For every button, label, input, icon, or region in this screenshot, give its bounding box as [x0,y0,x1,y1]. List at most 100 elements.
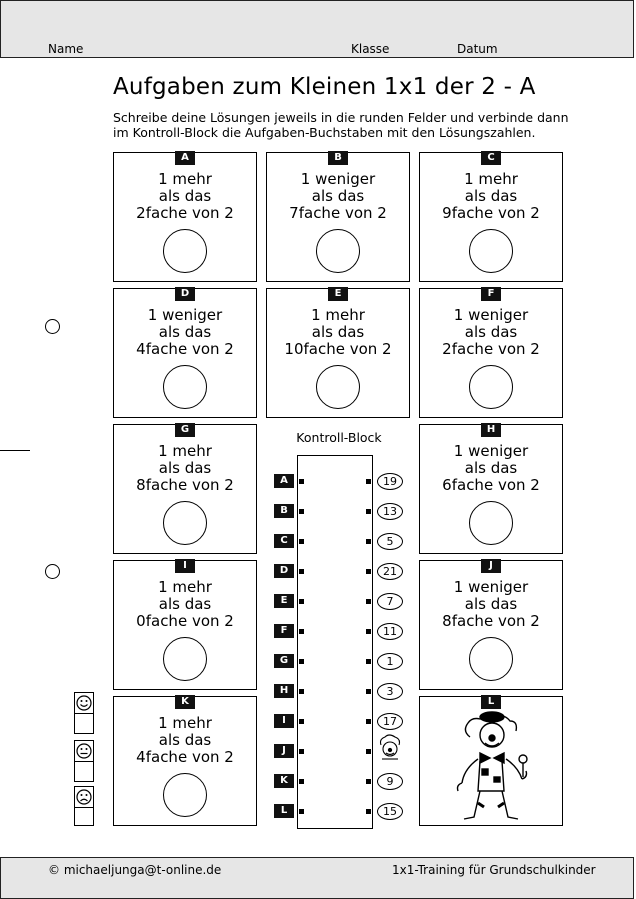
kb-number: 9 [377,773,403,790]
kb-dot-right[interactable] [366,509,371,514]
kb-letter-j: J [274,744,294,758]
kb-dot-right[interactable] [366,749,371,754]
task-letter-badge: J [481,559,501,573]
punch-hole-top [45,319,60,334]
kb-dot-left[interactable] [299,809,304,814]
answer-circle[interactable] [163,637,207,681]
answer-circle[interactable] [469,229,513,273]
clown-icon [456,711,528,820]
sad-face-icon [76,789,92,805]
task-letter-badge: B [328,151,348,165]
kb-letter-e: E [274,594,294,608]
kb-number: 7 [377,593,403,610]
answer-circle[interactable] [163,229,207,273]
fold-mark [0,450,30,451]
answer-circle[interactable] [316,229,360,273]
self-check-sad[interactable] [74,786,94,826]
kb-letter-i: I [274,714,294,728]
task-letter-badge: E [328,287,348,301]
happy-face-icon [76,695,92,711]
punch-hole-bottom [45,564,60,579]
header-bar [0,0,634,58]
task-letter-badge: D [175,287,195,301]
footer-subtitle: 1x1-Training für Grundschulkinder [392,863,596,877]
answer-circle[interactable] [469,365,513,409]
date-label: Datum [457,42,498,56]
kb-dot-right[interactable] [366,779,371,784]
kb-dot-right[interactable] [366,629,371,634]
task-letter-badge: C [481,151,501,165]
kb-dot-left[interactable] [299,509,304,514]
kb-dot-left[interactable] [299,749,304,754]
page-title: Aufgaben zum Kleinen 1x1 der 2 - A [113,74,536,100]
task-letter-badge: F [481,287,501,301]
footer-bar [0,857,634,899]
task-letter-badge: K [175,695,195,709]
kb-letter-g: G [274,654,294,668]
answer-circle[interactable] [469,501,513,545]
task-letter-badge: I [175,559,195,573]
kb-letter-k: K [274,774,294,788]
kb-number: 5 [377,533,403,550]
answer-circle[interactable] [163,773,207,817]
kb-dot-left[interactable] [299,779,304,784]
kb-dot-right[interactable] [366,719,371,724]
kb-dot-right[interactable] [366,569,371,574]
name-label: Name [48,42,84,56]
kb-dot-left[interactable] [299,659,304,664]
kb-dot-right[interactable] [366,659,371,664]
kb-letter-h: H [274,684,294,698]
clown-card: L [419,695,563,826]
kb-letter-b: B [274,504,294,518]
task-letter-badge: H [481,423,501,437]
kb-letter-f: F [274,624,294,638]
kb-dot-right[interactable] [366,689,371,694]
kb-number: 19 [377,473,403,490]
kb-letter-a: A [274,474,294,488]
kb-dot-left[interactable] [299,629,304,634]
kontroll-block-title: Kontroll-Block [296,430,382,445]
self-check-happy[interactable] [74,692,94,734]
answer-circle[interactable] [316,365,360,409]
answer-circle[interactable] [163,501,207,545]
answer-circle[interactable] [469,637,513,681]
kb-dot-left[interactable] [299,719,304,724]
kb-dot-left[interactable] [299,479,304,484]
kb-dot-right[interactable] [366,599,371,604]
neutral-face-icon [76,743,92,759]
footer-copyright: © michaeljunga@t-online.de [48,863,222,877]
kb-dot-left[interactable] [299,569,304,574]
self-check-neutral[interactable] [74,740,94,782]
kb-dot-right[interactable] [366,479,371,484]
kb-number: 11 [377,623,403,640]
answer-circle[interactable] [163,365,207,409]
kb-dot-right[interactable] [366,809,371,814]
kontroll-block-box [297,455,373,829]
kb-dot-left[interactable] [299,599,304,604]
task-letter-badge: L [481,695,501,709]
kb-dot-left[interactable] [299,689,304,694]
kb-number: 1 [377,653,403,670]
task-letter-badge: G [175,423,195,437]
task-letter-badge: A [175,151,195,165]
kb-dot-right[interactable] [366,539,371,544]
kb-dot-left[interactable] [299,539,304,544]
